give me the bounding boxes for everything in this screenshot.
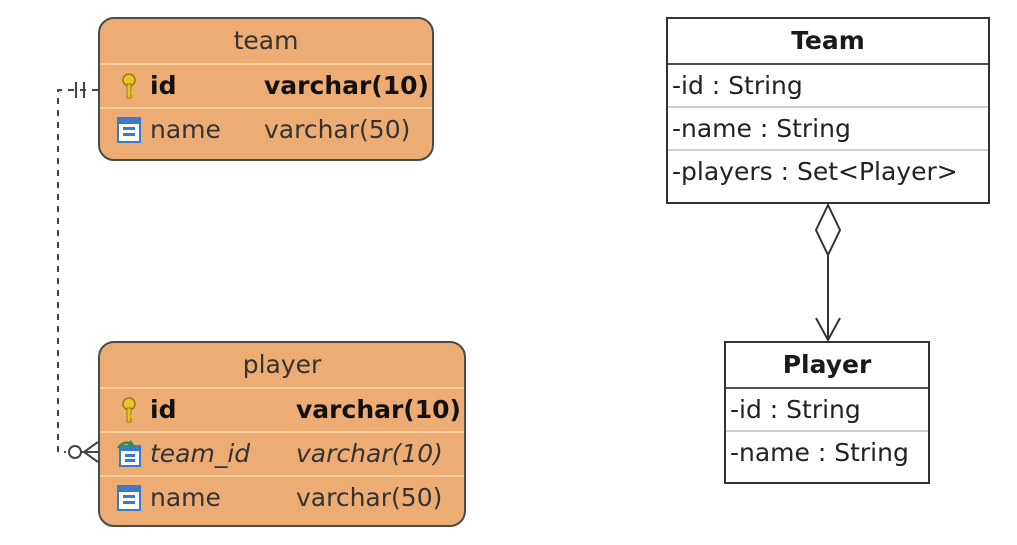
er-relationship [57,82,99,463]
column-type: varchar(10) [296,395,461,424]
er-table-title: team [233,26,299,55]
er-column-row[interactable]: team_id varchar(10) [100,431,464,475]
uml-attribute: -players : Set<Player> [672,157,958,186]
key-icon [122,73,136,99]
column-name: team_id [150,439,251,468]
column-name: id [150,395,177,424]
uml-attribute: -id : String [726,389,928,432]
er-column-row[interactable]: id varchar(10) [100,387,464,431]
column-type: varchar(50) [264,115,411,144]
key-icon [122,397,136,423]
column-type: varchar(50) [296,483,443,512]
foreign-key-icon [117,440,141,467]
column-type: varchar(10) [264,71,429,100]
er-table-title: player [242,350,322,379]
uml-class-team[interactable]: Team -id : String -name : String -player… [666,17,990,204]
uml-attribute: -name : String [730,438,909,467]
er-column-row[interactable]: id varchar(10) [100,63,432,107]
uml-attribute: -name : String [668,108,988,151]
er-column-row[interactable]: name varchar(50) [100,475,464,519]
er-column-row[interactable]: name varchar(50) [100,107,432,151]
uml-aggregation [814,202,842,343]
uml-class-title: Team [668,19,988,65]
column-icon [117,117,141,143]
column-name: name [150,483,221,512]
er-table-team[interactable]: team id varchar(10) name varchar(50) [98,17,434,161]
column-name: name [150,115,221,144]
er-table-player[interactable]: player id varchar(10) team_id varchar(10… [98,341,466,527]
column-name: id [150,71,177,100]
column-type: varchar(10) [296,439,443,468]
uml-class-title: Player [726,343,928,389]
column-icon [117,485,141,511]
uml-class-player[interactable]: Player -id : String -name : String [724,341,930,484]
uml-attribute: -id : String [668,65,988,108]
